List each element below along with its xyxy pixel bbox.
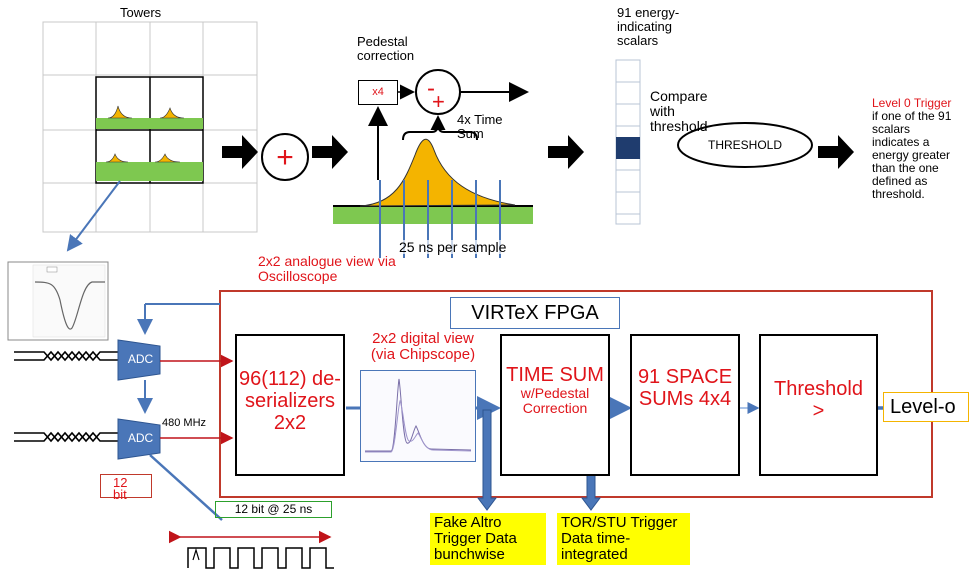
oscilloscope-image — [7, 261, 109, 341]
digital-view-label: 2x2 digital view (via Chipscope) — [370, 330, 476, 363]
clock-wave — [187, 547, 334, 569]
fpga-title: VIRTeX FPGA — [450, 297, 620, 329]
tor-stu-output: TOR/STU Trigger Data time-integrated — [557, 513, 690, 565]
time-sum-block: TIME SUM w/Pedestal Correction — [500, 334, 610, 476]
compare-label: Compare with threshold — [650, 88, 708, 134]
level0-description: Level 0 Trigger if one of the 91 scalars… — [872, 97, 958, 201]
level0-prefix: Level 0 Trigger — [872, 96, 952, 110]
time-sum-title: TIME SUM — [506, 364, 604, 386]
active-scalar — [616, 137, 640, 159]
chipscope-trace — [365, 378, 472, 453]
space-sums-block: 91 SPACE SUMs 4x4 — [630, 334, 740, 476]
pedestal-sum-circle — [415, 69, 461, 115]
threshold-block: Threshold > — [759, 334, 878, 476]
clock-label: 12 bit @ 25 ns — [215, 501, 332, 518]
fake-altro-output: Fake Altro Trigger Data bunchwise — [430, 513, 546, 565]
pedestal-label: Pedestal correction — [357, 34, 415, 63]
pulse-shape — [359, 138, 516, 207]
scalars-label: 91 energy-indicating scalars — [617, 5, 680, 48]
threshold-ellipse — [677, 122, 813, 168]
sample-label: 25 ns per sample — [399, 239, 507, 255]
tower-signals — [96, 105, 203, 181]
level0-text: if one of the 91 scalars indicates a ene… — [872, 109, 952, 201]
svg-text:+: + — [432, 89, 445, 114]
time-sum-subtitle: w/Pedestal Correction — [520, 385, 590, 416]
flow-arrows — [222, 135, 854, 169]
svg-text:-: - — [427, 75, 435, 102]
deserializers-block: 96(112) de-serializers 2x2 — [235, 334, 345, 476]
threshold-ellipse-label: THRESHOLD — [707, 138, 782, 152]
time-sum-label: 4x Time Sum — [457, 112, 503, 141]
analogue-view-label: 2x2 analogue view via Oscilloscope — [258, 253, 396, 284]
svg-text:+: + — [276, 141, 294, 174]
mhz-label: 480 MHz — [162, 417, 207, 429]
pulse-baseline — [333, 206, 533, 224]
sum-circle — [261, 133, 309, 181]
pedestal-x4-box: x4 — [358, 80, 398, 105]
level-o-output: Level-o — [883, 392, 969, 422]
twisted-pairs — [14, 350, 118, 443]
chipscope-image — [360, 370, 476, 462]
tower-grid — [42, 21, 258, 233]
bit-label: 12 bit — [100, 474, 152, 501]
adc-label-2: ADC — [127, 431, 154, 445]
towers-label: Towers — [120, 5, 162, 20]
adc-label-1: ADC — [127, 352, 154, 366]
adc-shapes — [117, 339, 161, 460]
